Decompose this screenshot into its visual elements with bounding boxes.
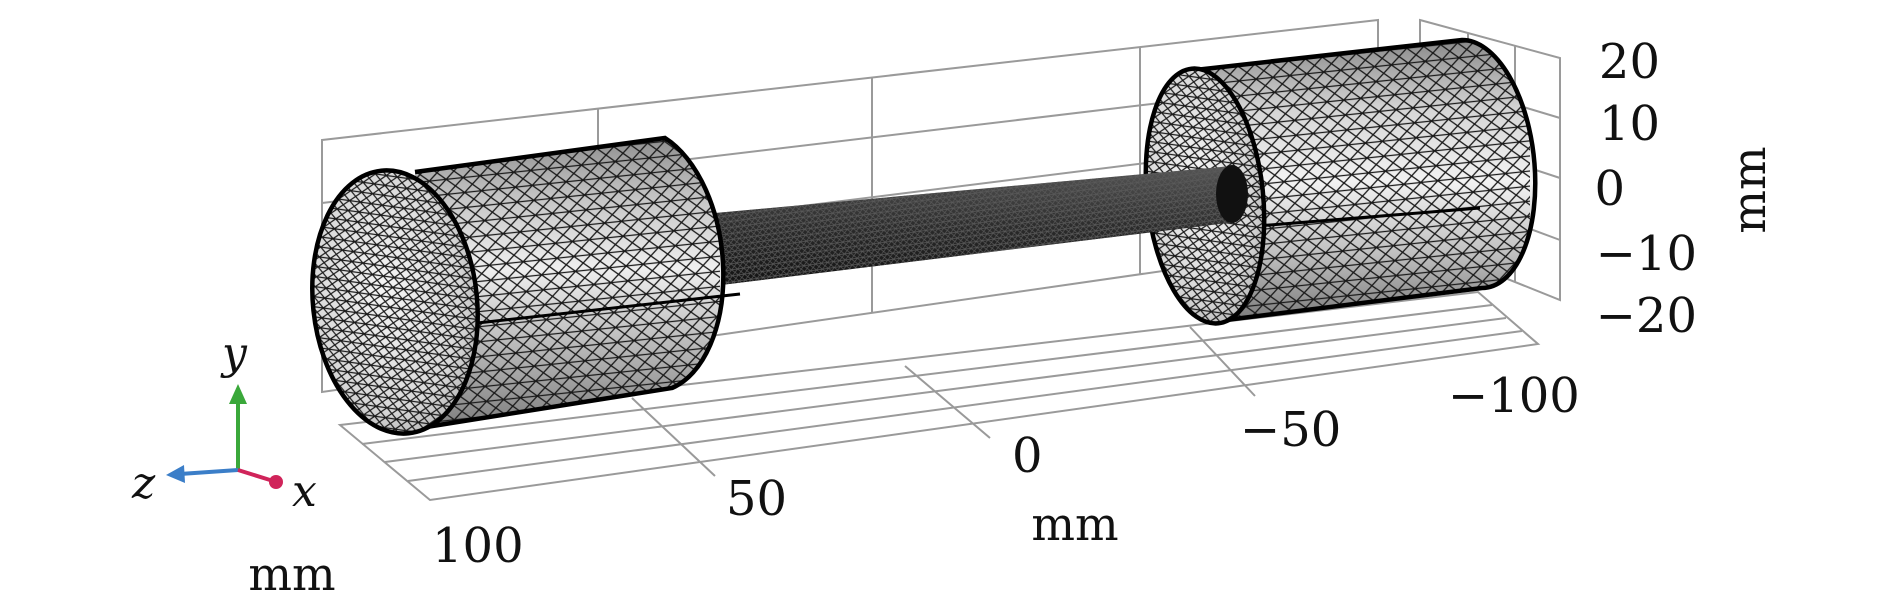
y-axis-unit: mm <box>1722 146 1776 233</box>
triad-label-z: z <box>131 458 156 509</box>
arrow-y-icon <box>229 384 247 404</box>
y-tick: 10 <box>1599 96 1660 152</box>
x-axis-unit: mm <box>248 547 335 601</box>
y-tick: 0 <box>1594 161 1625 217</box>
floor-grid <box>337 290 1541 502</box>
arrow-z-icon <box>166 465 185 483</box>
z-axis-unit: mm <box>1031 497 1118 551</box>
z-tick: −50 <box>1240 402 1341 458</box>
y-tick: −20 <box>1596 288 1697 344</box>
z-tick: −100 <box>1448 368 1580 424</box>
z-tick: 0 <box>1012 428 1043 484</box>
axis-triad: y z x <box>131 328 317 517</box>
arrow-x-icon <box>237 468 271 482</box>
y-tick: 20 <box>1599 34 1660 90</box>
triad-label-x: x <box>292 466 317 517</box>
left-cylinder <box>300 135 741 442</box>
z-tick: 50 <box>726 471 787 527</box>
arrow-x-icon <box>269 475 283 489</box>
arrow-z-icon <box>179 468 239 476</box>
z-axis-ticks: −100 −50 0 50 100 <box>432 368 1580 574</box>
y-axis-ticks: 20 10 0 −10 −20 <box>1594 34 1697 344</box>
z-tick: 100 <box>432 518 524 574</box>
triad-label-y: y <box>220 328 248 379</box>
connecting-rod <box>660 165 1248 292</box>
y-tick: −10 <box>1596 226 1697 282</box>
